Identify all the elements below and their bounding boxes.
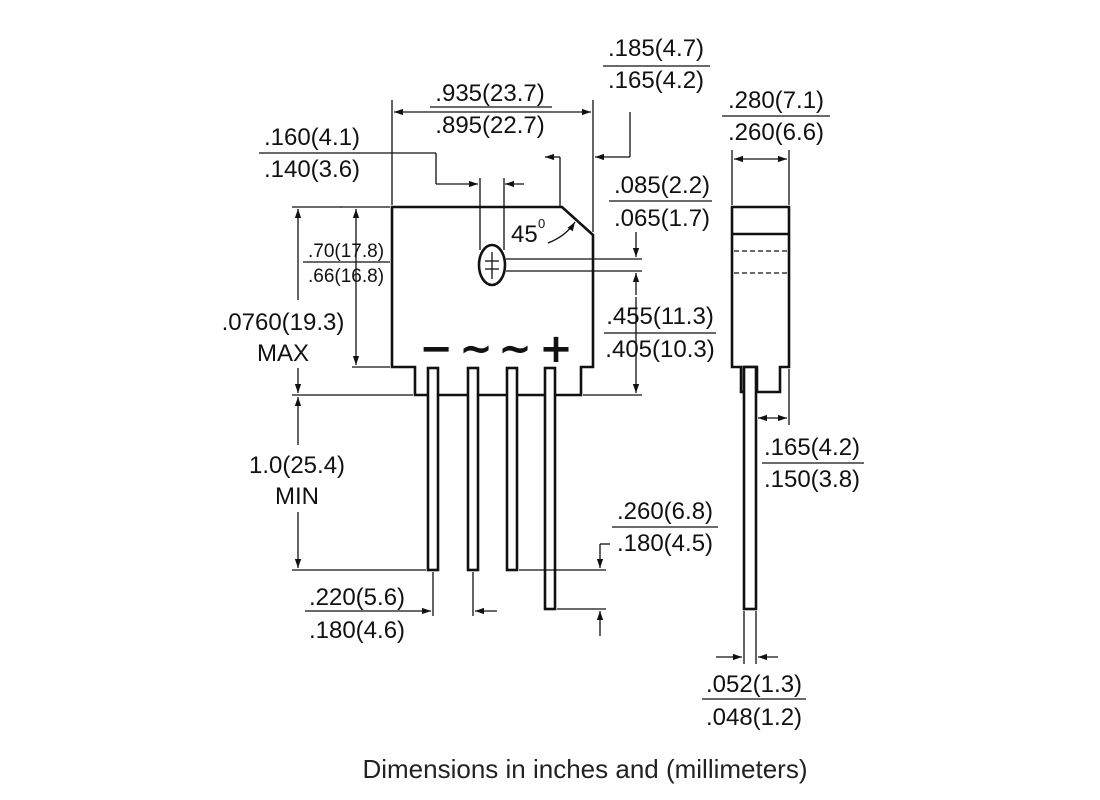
lead-spacing-max: .220(5.6) [309, 584, 405, 611]
top-offset-min: .165(4.2) [608, 67, 704, 94]
body-width-max: .935(23.7) [435, 80, 544, 107]
pin-symbol-ac-1: ~ [459, 326, 493, 372]
lead-thickness-min: .048(1.2) [706, 704, 802, 731]
side-lead [742, 365, 758, 611]
dim-hole-height: .70(17.8) .66(16.8) [303, 206, 390, 368]
pin-symbol-negative: − [419, 326, 453, 372]
dim-lead-spacing: .220(5.6) .180(4.6) [305, 572, 497, 644]
lead-offset-max: .260(6.8) [617, 498, 713, 525]
lead-spacing-min: .180(4.6) [309, 617, 405, 644]
hole-diameter-max: .160(4.1) [264, 124, 360, 151]
lead-ac-2 [505, 366, 519, 572]
total-height-qualifier: MAX [257, 340, 309, 367]
lead-offset-min: .180(4.5) [617, 530, 713, 557]
dim-side-thickness: .280(7.1) .260(6.6) [722, 87, 830, 205]
dim-total-height: .0760(19.3) MAX [222, 206, 413, 396]
dim-hole-diameter: .160(4.1) .140(3.6) [259, 124, 524, 250]
dim-body-width: .935(23.7) .895(22.7) [391, 80, 594, 232]
lead-thickness-max: .052(1.3) [706, 671, 802, 698]
dim-lead-offset: .260(6.8) .180(4.5) [519, 498, 718, 636]
total-height-value: .0760(19.3) [222, 309, 345, 336]
lead-ac-1 [466, 366, 480, 572]
side-thickness-max: .280(7.1) [728, 87, 824, 114]
hole-diameter-min: .140(3.6) [264, 156, 360, 183]
body-height-max: .455(11.3) [606, 303, 714, 330]
dim-lead-thickness: .052(1.3) .048(1.2) [702, 611, 806, 731]
mounting-hole [477, 243, 507, 287]
dim-body-height: .455(11.3) .405(10.3) [583, 297, 716, 396]
front-view: − ~ ~ + [390, 205, 595, 611]
hole-position-min: .065(1.7) [614, 205, 710, 232]
dim-hole-position: .085(2.2) .065(1.7) [506, 172, 712, 295]
body-height-min: .405(10.3) [605, 336, 714, 363]
side-thickness-min: .260(6.6) [728, 119, 824, 146]
body-width-min: .895(22.7) [435, 112, 544, 139]
side-lead-offset-max: .165(4.2) [764, 434, 860, 461]
side-view [730, 205, 791, 611]
lead-length-qualifier: MIN [275, 483, 319, 510]
chamfer-angle-value: 45 [511, 221, 538, 248]
dim-top-offset: .185(4.7) .165(4.2) [545, 35, 710, 207]
lead-positive [543, 366, 557, 611]
hole-position-max: .085(2.2) [614, 172, 710, 199]
pin-symbol-ac-2: ~ [498, 326, 532, 372]
dim-side-lead-offset: .165(4.2) .150(3.8) [758, 369, 864, 493]
dim-lead-length: 1.0(25.4) MIN [249, 397, 426, 571]
dim-chamfer-angle: 45 0 [511, 216, 576, 248]
package-body [390, 205, 595, 397]
side-lead-offset-min: .150(3.8) [764, 466, 860, 493]
hole-height-min: .66(16.8) [308, 266, 384, 287]
lead-length-value: 1.0(25.4) [249, 452, 345, 479]
chamfer-angle-degree: 0 [538, 216, 545, 231]
hole-height-max: .70(17.8) [308, 241, 384, 262]
pin-symbol-positive: + [539, 326, 573, 372]
lead-negative [426, 366, 440, 572]
units-caption: Dimensions in inches and (millimeters) [362, 754, 807, 784]
top-offset-max: .185(4.7) [608, 35, 704, 62]
